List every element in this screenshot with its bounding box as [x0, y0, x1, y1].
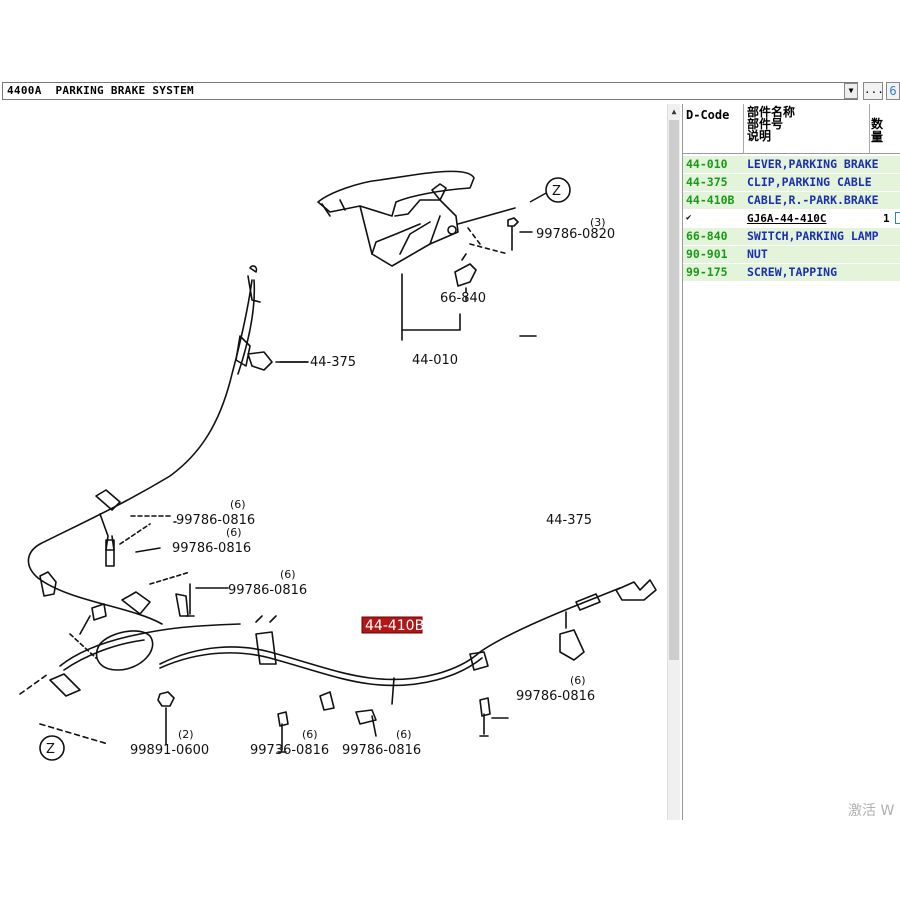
label-bolt-top-qty: (3): [590, 216, 606, 229]
sub-part-number[interactable]: GJ6A-44-410C: [747, 212, 827, 225]
row-code: 44-010: [686, 157, 728, 171]
table-row[interactable]: 44-010 LEVER,PARKING BRAKE: [683, 156, 900, 173]
row-code: 99-175: [686, 265, 728, 279]
parking-lamp-switch: [454, 253, 477, 287]
refresh-icon[interactable]: 6: [886, 82, 900, 100]
reference-z-bottom: Z: [39, 735, 65, 761]
row-code: 66-840: [686, 229, 728, 243]
label-bolt-top[interactable]: 99786-0820: [536, 227, 615, 242]
row-code: 44-410B: [686, 193, 735, 207]
row-name: CABLE,R.-PARK.BRAKE: [747, 193, 879, 207]
row-code: 44-375: [686, 175, 728, 189]
equalizer: [95, 630, 154, 671]
parts-list-panel: D-Code 部件名称 部件号 说明 数量 44-010 LEVER,PARKI…: [682, 104, 900, 820]
label-switch[interactable]: 66-840: [440, 291, 486, 306]
label-bolt-e-qty: (6): [396, 728, 412, 741]
table-row[interactable]: 44-375 CLIP,PARKING CABLE: [683, 174, 900, 191]
label-nut[interactable]: 99891-0600: [130, 743, 209, 758]
table-row[interactable]: 66-840 SWITCH,PARKING LAMP: [683, 228, 900, 245]
scrollbar-thumb[interactable]: [669, 120, 679, 660]
clip-44-375-top: [247, 351, 273, 371]
sub-quantity: 1: [883, 212, 890, 225]
sub-row-edit-box[interactable]: [895, 212, 900, 224]
row-name: LEVER,PARKING BRAKE: [747, 157, 879, 171]
label-bolt-c[interactable]: 99786-0816: [228, 583, 307, 598]
header-dcode[interactable]: D-Code: [686, 108, 730, 122]
diagram-pane[interactable]: Z Z 99786-0820 (3) 66-840 44-010 44-375 …: [0, 104, 668, 820]
clip-44-375-right: [559, 629, 585, 661]
front-cable: [27, 279, 253, 625]
application-window: 4400A PARKING BRAKE SYSTEM ▼ ... 6: [0, 80, 900, 820]
table-row[interactable]: 99-175 SCREW,TAPPING: [683, 264, 900, 281]
label-bolt-d[interactable]: 99736-0816: [250, 743, 329, 758]
header-name-line-1: 部件名称: [747, 105, 796, 119]
rear-cable: [159, 587, 621, 681]
activation-watermark: 激活 W: [848, 803, 895, 819]
browse-button[interactable]: ...: [863, 82, 884, 100]
header-divider: [743, 104, 744, 154]
diagram-title-field[interactable]: 4400A PARKING BRAKE SYSTEM: [2, 82, 858, 100]
label-bolt-d-qty: (6): [302, 728, 318, 741]
label-bolt-b[interactable]: 99786-0816: [172, 541, 251, 556]
lever-handle: [317, 170, 475, 217]
label-bolt-c-qty: (6): [280, 568, 296, 581]
label-bolt-e[interactable]: 99786-0816: [342, 743, 421, 758]
header-divider: [869, 104, 870, 154]
lever-body: [359, 199, 459, 267]
label-bolt-a-qty: (6): [230, 498, 246, 511]
label-clip-top[interactable]: 44-375: [310, 355, 356, 370]
callout-selected-part[interactable]: 44-410B: [361, 616, 424, 634]
table-subrow[interactable]: ✔ GJ6A-44-410C 1: [683, 210, 900, 227]
table-row[interactable]: 44-410B CABLE,R.-PARK.BRAKE: [683, 192, 900, 209]
ref-z-bottom-label: Z: [46, 742, 55, 757]
label-bolt-right[interactable]: 99786-0816: [516, 689, 595, 704]
vertical-scrollbar[interactable]: ▲: [667, 104, 680, 820]
label-nut-qty: (2): [178, 728, 194, 741]
row-name: SWITCH,PARKING LAMP: [747, 229, 879, 243]
parts-table-header: D-Code 部件名称 部件号 说明 数量: [683, 104, 900, 154]
header-name[interactable]: 部件名称 部件号 说明: [747, 106, 795, 142]
row-name: SCREW,TAPPING: [747, 265, 838, 279]
ref-z-top-label: Z: [552, 184, 561, 199]
header-name-line-2: 部件号: [747, 117, 784, 131]
row-checkbox[interactable]: ✔: [686, 213, 692, 223]
row-name: CLIP,PARKING CABLE: [747, 175, 872, 189]
label-lever[interactable]: 44-010: [412, 353, 458, 368]
dropdown-arrow-button[interactable]: ▼: [844, 83, 858, 99]
label-bolt-right-qty: (6): [570, 674, 586, 687]
row-code: 90-901: [686, 247, 728, 261]
header-qty[interactable]: 数量: [871, 117, 884, 144]
parking-brake-diagram: Z Z 99786-0820 (3) 66-840 44-010 44-375 …: [19, 170, 657, 761]
header-name-line-3: 说明: [747, 129, 772, 143]
label-bolt-b-qty: (6): [226, 526, 242, 539]
row-name: NUT: [747, 247, 768, 261]
reference-z-top: Z: [545, 177, 571, 203]
table-row[interactable]: 90-901 NUT: [683, 246, 900, 263]
label-clip-right[interactable]: 44-375: [546, 513, 592, 528]
scroll-up-arrow-icon[interactable]: ▲: [671, 107, 677, 116]
toolbar: 4400A PARKING BRAKE SYSTEM ▼ ... 6: [0, 80, 900, 104]
label-bolt-a[interactable]: 99786-0816: [176, 513, 255, 528]
callout-selected-label[interactable]: 44-410B: [365, 618, 424, 634]
